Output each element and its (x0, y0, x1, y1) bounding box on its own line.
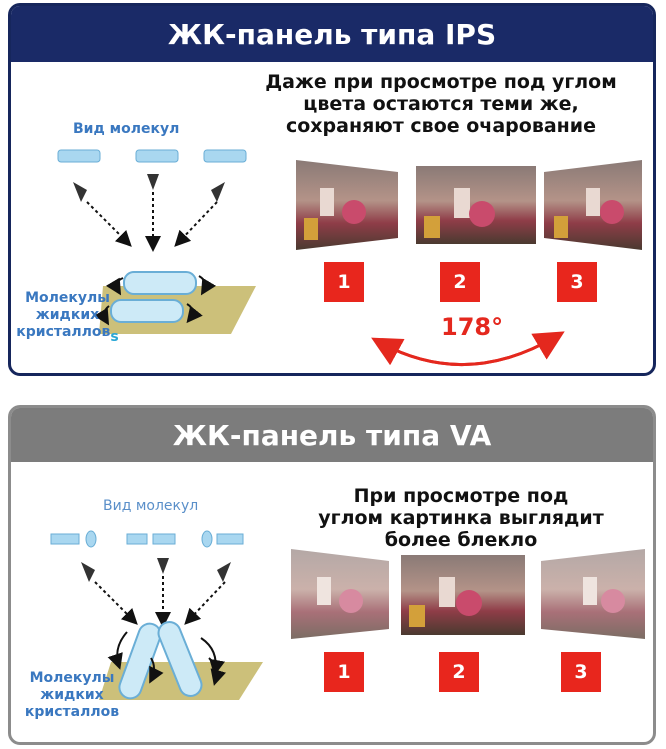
ips-panel: ЖК-панель типа IPS Даже при просмотре по… (8, 3, 656, 376)
va-caption-line-3: более блекло (384, 528, 538, 551)
va-view-badge-2: 2 (439, 652, 479, 692)
va-lc-molecule-left (118, 622, 162, 700)
ips-molecules-label-line-1: Молекулы (25, 290, 110, 306)
ips-view-arrow-right (174, 201, 218, 247)
va-view-arrow-right (184, 581, 226, 625)
ips-angle-arc (371, 331, 565, 367)
ips-eye-middle-icon (147, 174, 159, 190)
va-lc-molecule-right (157, 621, 203, 697)
ips-top-molecule-middle (135, 149, 179, 163)
ips-rotation-arrow-2 (198, 275, 217, 296)
va-eye-middle-icon (157, 558, 169, 574)
ips-view-badge-3: 3 (557, 262, 597, 302)
va-photo-strip (291, 549, 645, 639)
va-top-molecule-left (50, 530, 97, 548)
ips-molecules-label-suffix: s (110, 328, 119, 345)
ips-caption-line-3: сохраняют свое очарование (285, 114, 596, 137)
ips-view-arrow-left (86, 201, 132, 247)
ips-photo-strip (296, 160, 642, 250)
va-rotation-arrow-4 (208, 657, 226, 686)
ips-caption: Даже при просмотре под углом цвета остаю… (241, 71, 641, 138)
va-molecules-label-line-2: жидких (40, 686, 104, 703)
ips-caption-line-1: Даже при просмотре под углом (265, 71, 617, 93)
ips-rotation-arrow-1 (105, 277, 124, 296)
ips-molecules-label-line-3: кристалловs (15, 323, 120, 345)
va-title: ЖК-панель типа VA (172, 418, 492, 452)
va-caption: При просмотре под углом картинка выгляди… (301, 485, 621, 552)
va-view-label: Вид молекул (103, 498, 199, 514)
ips-top-molecule-right (203, 149, 247, 163)
va-caption-line-2: углом картинка выглядит (318, 506, 604, 529)
ips-title-banner: ЖК-панель типа IPS (11, 6, 653, 62)
va-rotation-arrow-3 (149, 657, 164, 684)
va-top-molecule-right (201, 530, 244, 548)
ips-rotation-arrow-4 (186, 303, 203, 324)
ips-lc-molecule-lower (110, 299, 184, 323)
ips-view-badge-2: 2 (440, 262, 480, 302)
ips-molecules-label-line-3-text: кристаллов (16, 323, 111, 340)
ips-photo-view-3 (544, 160, 642, 250)
va-molecule-diagram (50, 530, 263, 700)
ips-view-label: Вид молекул (73, 121, 180, 137)
ips-eye-right-icon (211, 182, 225, 202)
va-photo-view-3 (541, 549, 645, 639)
ips-title: ЖК-панель типа IPS (167, 17, 497, 51)
ips-lc-molecule-upper (123, 271, 197, 295)
va-caption-line-1: При просмотре под (353, 485, 569, 507)
ips-top-molecule-left (57, 149, 101, 163)
va-molecules-label-line-1: Молекулы (29, 670, 115, 686)
va-eye-right-icon (217, 562, 231, 582)
ips-photo-view-2 (416, 166, 536, 244)
va-view-arrow-left (94, 581, 138, 625)
va-molecules-label-line-3: кристаллов (24, 703, 120, 720)
ips-molecules-label: Молекулы жидких кристалловs (15, 290, 120, 345)
ips-caption-line-2: цвета остаются теми же, (303, 92, 579, 115)
va-eye-left-icon (81, 562, 95, 582)
va-title-banner: ЖК-панель типа VA (11, 408, 653, 462)
va-molecules-label: Молекулы жидких кристаллов (17, 670, 127, 720)
ips-molecule-diagram (57, 149, 256, 334)
ips-rotation-arrow-3 (93, 305, 110, 326)
va-panel: ЖК-панель типа VA При просмотре под угло… (8, 405, 656, 745)
va-photo-view-1 (291, 549, 389, 639)
va-rotation-arrow-1 (107, 631, 128, 670)
ips-view-badge-1: 1 (324, 262, 364, 302)
va-top-molecule-middle (126, 533, 176, 545)
ips-molecules-label-line-2: жидких (35, 306, 100, 323)
ips-photo-view-1 (296, 160, 398, 250)
va-view-badge-3: 3 (561, 652, 601, 692)
va-photo-view-2 (401, 555, 525, 635)
ips-viewing-angle: 178° (441, 313, 504, 341)
ips-eye-left-icon (73, 182, 87, 202)
va-view-badge-1: 1 (324, 652, 364, 692)
